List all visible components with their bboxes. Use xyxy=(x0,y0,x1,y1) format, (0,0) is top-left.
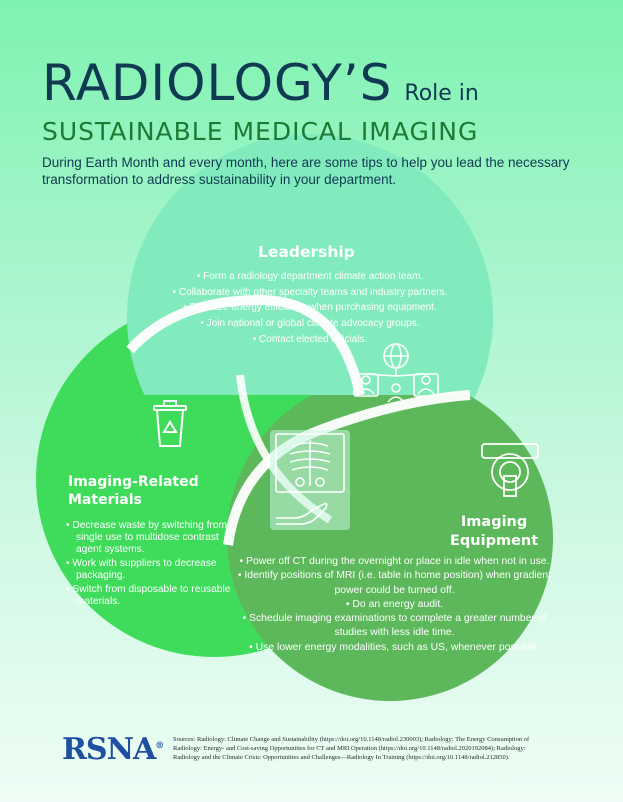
materials-list: • Decrease waste by switching from singl… xyxy=(66,520,246,610)
list-item: • Do an energy audit. xyxy=(345,598,444,610)
sources-text: Sources: Radiology: Climate Change and S… xyxy=(173,736,530,761)
list-item: • Identify positions of MRI (i.e. table … xyxy=(237,570,552,596)
page-title: RADIOLOGY’S xyxy=(42,54,393,112)
page-subtitle: SUSTAINABLE MEDICAL IMAGING xyxy=(42,117,479,146)
rsna-logo: RSNA® xyxy=(62,732,164,767)
list-item: • Join national or global climate advoca… xyxy=(200,318,420,330)
list-item: • Collaborate with other specialty teams… xyxy=(172,286,448,298)
equipment-heading-line2: Equipment xyxy=(450,533,539,549)
list-item: • Use lower energy modalities, such as U… xyxy=(249,641,540,653)
leadership-list: • Form a radiology department climate ac… xyxy=(130,269,490,348)
mri-scanner-icon xyxy=(481,443,539,497)
list-item: • Power off CT during the overnight or p… xyxy=(239,556,550,567)
list-item: • Form a radiology department climate ac… xyxy=(196,271,424,282)
list-item: • Schedule imaging examinations to compl… xyxy=(242,613,547,639)
page-title-small: Role in xyxy=(404,81,479,106)
recycle-bin-icon xyxy=(153,400,187,447)
materials-heading: Imaging-Related Materials xyxy=(68,473,199,509)
materials-heading-line2: Materials xyxy=(68,492,142,508)
list-item: • Work with suppliers to decrease packag… xyxy=(66,558,217,581)
title-row: RADIOLOGY’S Role in xyxy=(42,58,479,108)
list-item: • Prioritize energy efficiency when purc… xyxy=(183,302,437,314)
materials-heading-line1: Imaging-Related xyxy=(68,474,199,490)
list-item: • Contact elected officials. xyxy=(252,333,368,345)
list-item: • Decrease waste by switching from singl… xyxy=(66,520,227,555)
equipment-heading: Imaging Equipment xyxy=(450,513,538,551)
list-item: • Switch from disposable to reusable mat… xyxy=(66,584,231,607)
leadership-heading: Leadership xyxy=(258,243,355,261)
equipment-heading-line1: Imaging xyxy=(460,514,528,530)
xray-hand-icon xyxy=(275,433,345,525)
people-network-globe-icon xyxy=(353,343,439,403)
equipment-list: • Power off CT during the overnight or p… xyxy=(232,555,557,655)
intro-text: During Earth Month and every month, here… xyxy=(42,155,570,187)
